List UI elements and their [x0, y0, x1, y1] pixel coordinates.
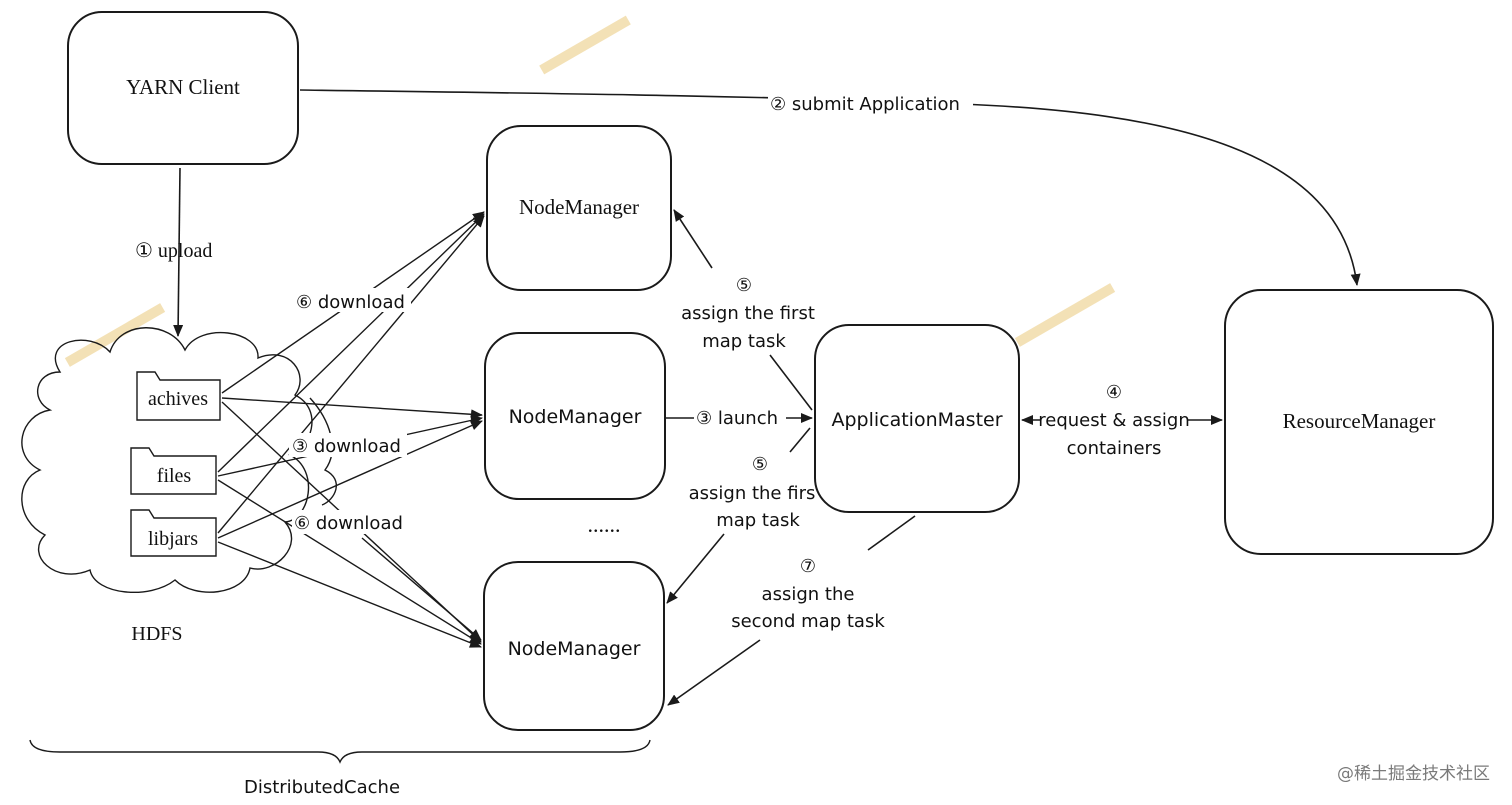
folder-files[interactable]: files — [130, 447, 217, 495]
node-manager-1-label: NodeManager — [519, 195, 639, 219]
resource-manager-label: ResourceManager — [1283, 409, 1436, 433]
folder-achives-label: achives — [148, 388, 208, 410]
folder-achives[interactable]: achives — [136, 371, 221, 421]
node-manager-1[interactable]: NodeManager — [486, 125, 672, 291]
edge-assign-first-bot-head — [789, 427, 811, 453]
edge-submit-label: ② submit Application — [770, 94, 960, 115]
node-manager-3[interactable]: NodeManager — [483, 561, 665, 731]
folder-files-label: files — [157, 465, 192, 487]
folder-libjars[interactable]: libjars — [130, 509, 217, 557]
edge-assign-first-top-line1: assign the first — [681, 303, 815, 324]
edge-download-3: ③ download — [292, 436, 401, 457]
edge-assign-second-line1: assign the — [762, 584, 855, 605]
hdfs-cloud — [21, 327, 313, 593]
edge-assign-second — [667, 639, 761, 706]
edge-download-6-top: ⑥ download — [296, 292, 405, 313]
download-arrows-nm1 — [217, 211, 485, 534]
edge-assign-second-num: ⑦ — [800, 556, 816, 577]
node-manager-2-label: NodeManager — [509, 406, 642, 428]
edge-request-line2: containers — [1067, 438, 1162, 459]
edge-assign-first-top-tail — [769, 354, 813, 411]
edge-assign-first-top — [673, 209, 713, 269]
edge-download-6-bot: ⑥ download — [294, 513, 403, 534]
edge-assign-second-head — [867, 515, 916, 551]
application-master-node[interactable]: ApplicationMaster — [814, 324, 1020, 513]
edge-assign-second-line2: second map task — [731, 611, 885, 632]
distributed-cache-label: DistributedCache — [244, 777, 400, 798]
folder-libjars-label: libjars — [148, 528, 198, 550]
yarn-client-label: YARN Client — [126, 75, 240, 99]
node-manager-2[interactable]: NodeManager — [484, 332, 666, 500]
edge-assign-first-bot — [666, 533, 725, 604]
edge-launch-label: ③ launch — [696, 408, 778, 429]
edge-assign-first-top-line2: map task — [702, 331, 786, 352]
resource-manager-node[interactable]: ResourceManager — [1224, 289, 1494, 555]
edge-assign-first-top-num: ⑤ — [736, 275, 752, 296]
edge-upload — [173, 167, 184, 337]
yarn-client-node[interactable]: YARN Client — [67, 11, 299, 165]
edge-assign-first-bot-line2: map task — [716, 510, 800, 531]
edge-assign-first-bot-line1: assign the firs — [689, 483, 816, 504]
edge-assign-first-bot-num: ⑤ — [752, 454, 768, 475]
edge-submit-application — [299, 89, 1361, 286]
hdfs-label: HDFS — [131, 623, 182, 645]
node-manager-3-label: NodeManager — [508, 638, 641, 660]
edge-request-num: ④ — [1106, 382, 1122, 403]
download-brace — [309, 397, 337, 506]
site-watermark: @稀土掘金技术社区 — [1337, 764, 1490, 784]
edge-request-line1: request & assign — [1038, 410, 1190, 431]
distributed-cache-brace — [29, 739, 651, 764]
application-master-label: ApplicationMaster — [831, 409, 1002, 431]
ellipsis: ...... — [588, 512, 621, 537]
edge-upload-label: ① upload — [135, 240, 212, 262]
